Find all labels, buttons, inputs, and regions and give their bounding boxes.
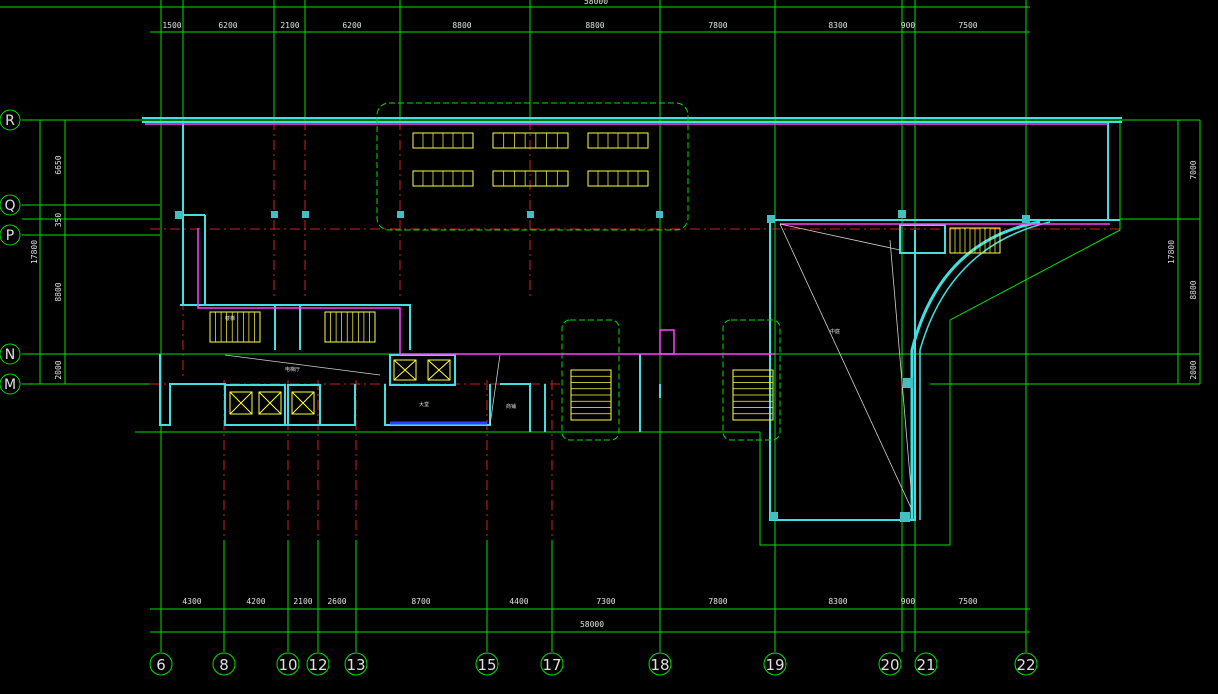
row-axis-bubble bbox=[0, 373, 21, 395]
bottom-dimension-3: 2600 bbox=[327, 597, 346, 606]
column-axis-label-8: 8 bbox=[219, 656, 229, 674]
column-axis-bubble bbox=[914, 652, 938, 676]
left-overall-dimension: 17800 bbox=[30, 240, 39, 264]
bottom-dimension-5: 4400 bbox=[509, 597, 528, 606]
column-axis-bubble bbox=[878, 652, 902, 676]
right-dimension-1: 8800 bbox=[1189, 280, 1198, 299]
column-axis-bubble bbox=[149, 652, 173, 676]
column-axis-label-12: 12 bbox=[308, 656, 327, 674]
row-axis-bubble bbox=[0, 194, 21, 216]
row-axis-bubble bbox=[0, 224, 21, 246]
left-dimension-1: 350 bbox=[54, 213, 63, 228]
column-axis-bubble bbox=[475, 652, 499, 676]
columns bbox=[175, 210, 1030, 522]
top-dimension-0: 1500 bbox=[162, 21, 181, 30]
dashed-enclosures bbox=[376, 102, 781, 441]
column-axis-label-6: 6 bbox=[156, 656, 166, 674]
column-axis-bubble bbox=[306, 652, 330, 676]
row-axis-bubble bbox=[0, 109, 21, 131]
left-dimension-0: 6650 bbox=[54, 155, 63, 174]
top-dimension-2: 2100 bbox=[280, 21, 299, 30]
bottom-dimension-2: 2100 bbox=[293, 597, 312, 606]
left-dimension-2: 8800 bbox=[54, 282, 63, 301]
left-dimension-3: 2000 bbox=[54, 360, 63, 379]
column-axis-label-22: 22 bbox=[1016, 656, 1035, 674]
column-axis-bubble bbox=[540, 652, 564, 676]
row-axis-label-Q: Q bbox=[4, 198, 15, 214]
bottom-dimension-1: 4200 bbox=[246, 597, 265, 606]
top-dimension-6: 7800 bbox=[708, 21, 727, 30]
column-axis-label-21: 21 bbox=[916, 656, 935, 674]
dimension-annotations: 1500 6200 2100 6200 8800 8800 7800 8300 900 7500 5… bbox=[30, 0, 1198, 629]
stair-treads bbox=[215, 133, 996, 415]
site-boundary bbox=[135, 120, 1121, 546]
column-axis-label-13: 13 bbox=[346, 656, 365, 674]
horizontal-grid-lines bbox=[0, 6, 1201, 633]
top-dimension-4: 8800 bbox=[452, 21, 471, 30]
axis-bubbles: 6 8 10 12 13 15 17 18 19 20 21 22 R QP NM bbox=[0, 109, 1038, 676]
column-axis-bubble bbox=[212, 652, 236, 676]
right-dimension-0: 7000 bbox=[1189, 160, 1198, 179]
column-axis-label-19: 19 bbox=[765, 656, 784, 674]
column-axis-label-10: 10 bbox=[278, 656, 297, 674]
column-axis-label-20: 20 bbox=[880, 656, 899, 674]
top-dimension-1: 6200 bbox=[218, 21, 237, 30]
top-overall-dimension: 58000 bbox=[584, 0, 608, 6]
bottom-dimension-8: 8300 bbox=[828, 597, 847, 606]
right-dimension-2: 2000 bbox=[1189, 360, 1198, 379]
column-axis-label-17: 17 bbox=[542, 656, 561, 674]
top-dimension-3: 6200 bbox=[342, 21, 361, 30]
curved-canopy bbox=[910, 220, 1051, 520]
walls bbox=[142, 117, 1122, 521]
room-label-hall: 大堂 bbox=[419, 401, 429, 408]
bottom-dimension-6: 7300 bbox=[596, 597, 615, 606]
column-axis-label-18: 18 bbox=[650, 656, 669, 674]
bottom-dimension-10: 7500 bbox=[958, 597, 977, 606]
room-labels: 大堂 商铺 中庭 电梯厅 楼梯 bbox=[225, 315, 840, 410]
column-axis-bubble bbox=[1014, 652, 1038, 676]
column-axis-bubble bbox=[763, 652, 787, 676]
magenta-outline bbox=[145, 123, 1110, 355]
top-dimension-7: 8300 bbox=[828, 21, 847, 30]
bottom-dimension-4: 8700 bbox=[411, 597, 430, 606]
bottom-overall-dimension: 58000 bbox=[580, 620, 604, 629]
bottom-dimension-7: 7800 bbox=[708, 597, 727, 606]
room-label-atrium: 中庭 bbox=[830, 328, 840, 335]
row-axis-label-R: R bbox=[5, 113, 15, 129]
elevator-cars bbox=[229, 359, 451, 415]
construction-lines bbox=[224, 223, 913, 511]
column-axis-bubble bbox=[344, 652, 368, 676]
top-dimension-8: 900 bbox=[901, 21, 916, 30]
top-dimension-5: 8800 bbox=[585, 21, 604, 30]
vertical-grid-lines bbox=[160, 0, 1027, 652]
bottom-dimension-9: 900 bbox=[901, 597, 916, 606]
right-overall-dimension: 17800 bbox=[1167, 240, 1176, 264]
row-axis-label-N: N bbox=[5, 347, 15, 363]
column-axis-bubble bbox=[648, 652, 672, 676]
bottom-dimension-0: 4300 bbox=[182, 597, 201, 606]
room-label-store: 商铺 bbox=[506, 403, 516, 410]
top-dimension-9: 7500 bbox=[958, 21, 977, 30]
row-axis-label-M: M bbox=[4, 377, 16, 393]
column-axis-bubble bbox=[276, 652, 300, 676]
column-axis-label-15: 15 bbox=[477, 656, 496, 674]
row-axis-bubble bbox=[0, 343, 21, 365]
row-axis-label-P: P bbox=[6, 228, 14, 244]
room-label-elev: 电梯厅 bbox=[285, 366, 300, 373]
room-label-stair: 楼梯 bbox=[225, 315, 235, 322]
